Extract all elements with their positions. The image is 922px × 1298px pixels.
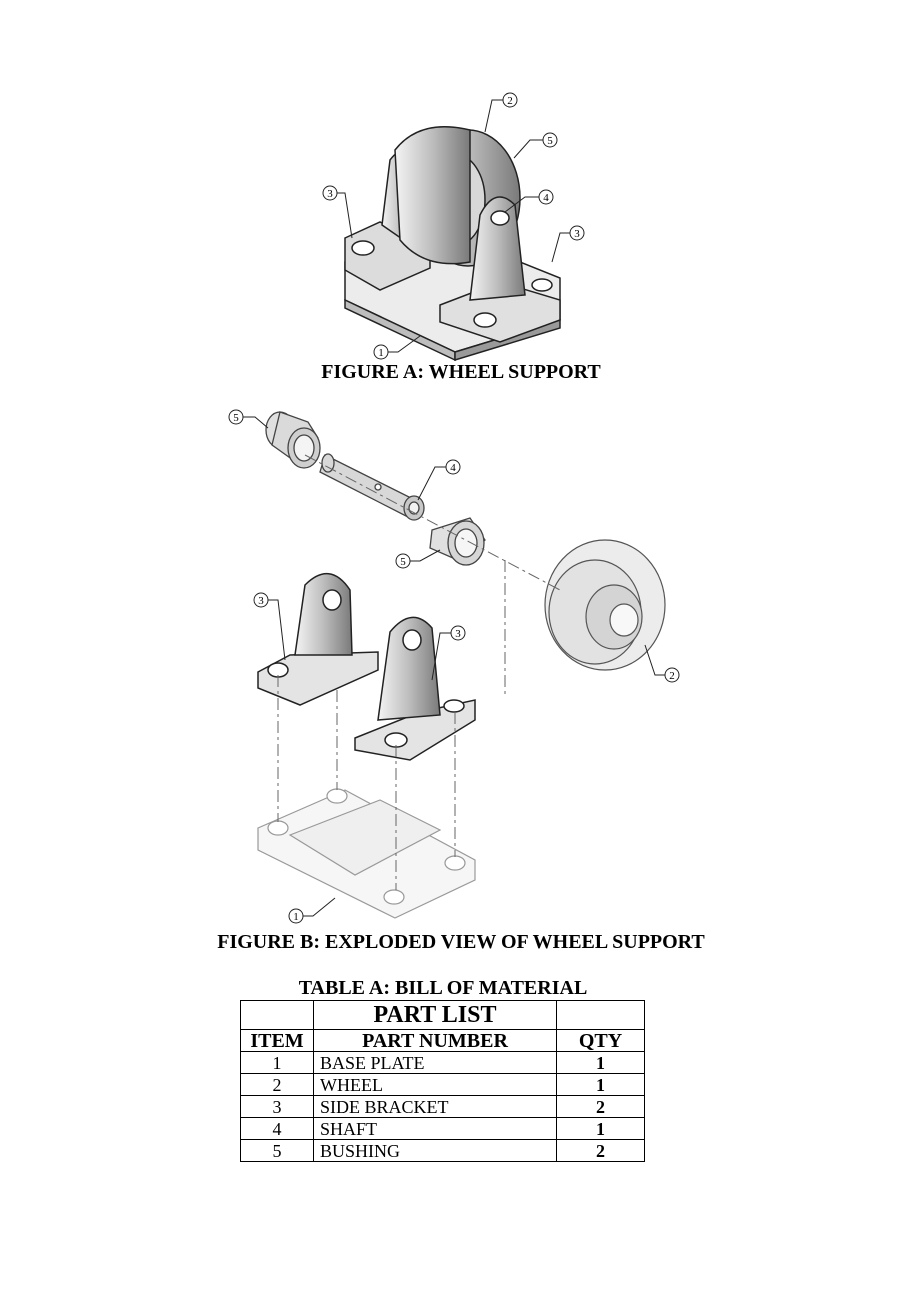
part-cell: SHAFT [313, 1117, 557, 1140]
svg-text:2: 2 [669, 670, 675, 682]
balloon-item-5: 5 [395, 553, 411, 569]
figure-b-left-bracket [257, 573, 379, 706]
balloon-label: 2 [507, 95, 513, 107]
svg-text:5: 5 [233, 412, 239, 424]
figure-a-caption: FIGURE A: WHEEL SUPPORT [321, 361, 601, 383]
column-header-part-number: PART NUMBER [313, 1029, 557, 1052]
svg-text:3: 3 [327, 188, 333, 200]
figure-b-alignment-lines [277, 454, 561, 890]
qty-cell: 1 [556, 1117, 645, 1140]
table-row: 1 BASE PLATE 1 [240, 1051, 645, 1074]
balloon-item-1: 1 [373, 344, 389, 360]
balloon-item-4: 4 [445, 459, 461, 475]
figure-a-assembly [344, 126, 561, 362]
table-title: TABLE A: BILL OF MATERIAL [298, 977, 588, 999]
qty-cell: 2 [556, 1139, 645, 1162]
balloon-item-5: 5 [542, 132, 558, 148]
svg-text:4: 4 [543, 192, 549, 204]
balloon-item-3: 3 [569, 225, 585, 241]
figure-b-wheel [544, 539, 666, 671]
column-header-item: ITEM [240, 1029, 314, 1052]
item-cell: 4 [240, 1117, 314, 1140]
balloon-item-1: 1 [288, 908, 304, 924]
svg-text:4: 4 [450, 462, 456, 474]
item-cell: 3 [240, 1095, 314, 1118]
svg-text:5: 5 [400, 556, 406, 568]
qty-cell: 1 [556, 1051, 645, 1074]
table-header-main-row: PART LIST [240, 1000, 645, 1030]
part-list-heading: PART LIST [313, 1000, 557, 1030]
svg-text:5: 5 [547, 135, 553, 147]
table-header-row: ITEM PART NUMBER QTY [240, 1029, 645, 1052]
balloon-item-2: 2 [502, 92, 518, 108]
table-row: 4 SHAFT 1 [240, 1117, 645, 1140]
part-cell: BUSHING [313, 1139, 557, 1162]
balloon-item-5: 5 [228, 409, 244, 425]
column-header-qty: QTY [556, 1029, 645, 1052]
table-row: 5 BUSHING 2 [240, 1139, 645, 1162]
part-cell: SIDE BRACKET [313, 1095, 557, 1118]
item-cell: 2 [240, 1073, 314, 1096]
svg-text:3: 3 [574, 228, 580, 240]
svg-text:1: 1 [293, 911, 299, 923]
figure-b-caption: FIGURE B: EXPLODED VIEW OF WHEEL SUPPORT [217, 931, 705, 953]
table-row: 3 SIDE BRACKET 2 [240, 1095, 645, 1118]
item-cell: 5 [240, 1139, 314, 1162]
qty-cell: 1 [556, 1073, 645, 1096]
figure-a-balloons: 2 5 4 3 3 1 [322, 92, 585, 360]
balloon-item-4: 4 [538, 189, 554, 205]
figure-b-bushing [265, 411, 321, 469]
header-blank-cell [240, 1000, 314, 1030]
figure-b-balloons: 5 4 5 3 3 2 1 [228, 409, 680, 924]
figure-b-leaders [243, 416, 665, 917]
figure-b-shaft [319, 453, 425, 521]
assembly-drawing: 2 5 4 3 3 1 [228, 92, 680, 924]
balloon-item-3: 3 [450, 625, 466, 641]
qty-cell: 2 [556, 1095, 645, 1118]
figure-b-right-bracket [354, 616, 476, 761]
balloon-item-2: 2 [664, 667, 680, 683]
figure-b-base-plate [257, 788, 476, 919]
item-cell: 1 [240, 1051, 314, 1074]
svg-text:1: 1 [378, 347, 384, 359]
figure-a-leaders [337, 99, 570, 353]
svg-text:3: 3 [258, 595, 264, 607]
table-row: 2 WHEEL 1 [240, 1073, 645, 1096]
balloon-item-3: 3 [322, 185, 338, 201]
figure-b-bushing [429, 517, 486, 566]
svg-text:3: 3 [455, 628, 461, 640]
header-blank-cell [556, 1000, 645, 1030]
part-cell: BASE PLATE [313, 1051, 557, 1074]
balloon-item-3: 3 [253, 592, 269, 608]
bill-of-material-table: PART LIST ITEM PART NUMBER QTY 1 BASE PL… [240, 1000, 645, 1162]
part-cell: WHEEL [313, 1073, 557, 1096]
